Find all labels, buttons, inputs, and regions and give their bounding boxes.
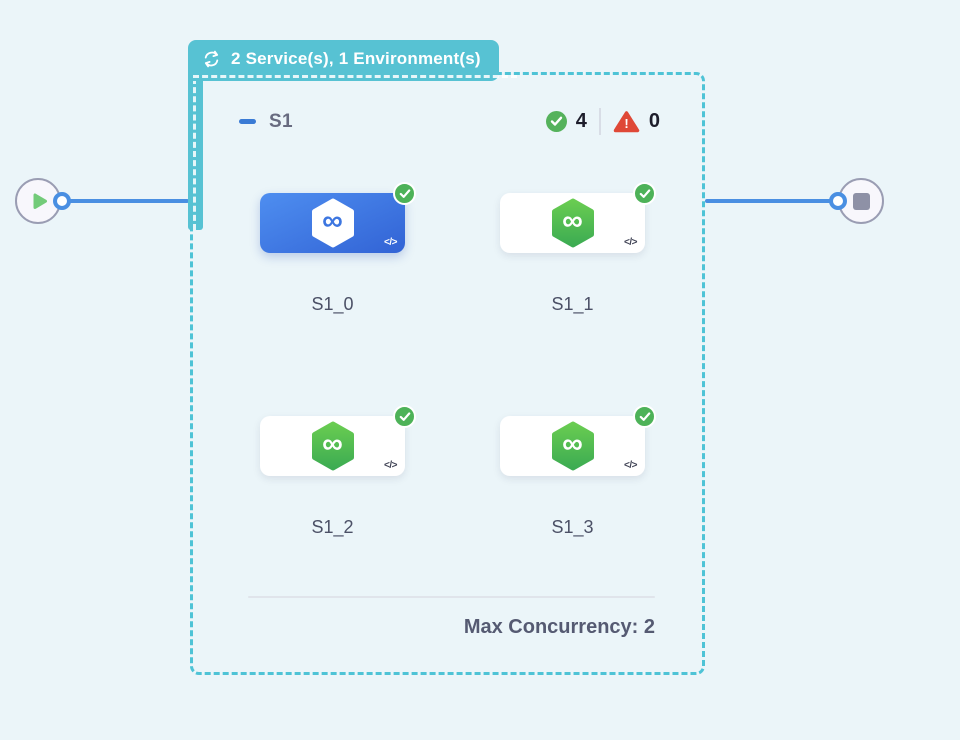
failed-count: 0 bbox=[648, 110, 660, 132]
success-count-icon bbox=[545, 111, 567, 132]
edge-start-to-stage bbox=[62, 199, 189, 203]
service-hexagon-icon: ∞ bbox=[311, 198, 355, 248]
max-concurrency-label: Max Concurrency: 2 bbox=[463, 616, 655, 638]
service-label: S1_2 bbox=[311, 517, 354, 537]
end-node-port bbox=[829, 192, 847, 210]
loop-icon bbox=[204, 50, 219, 68]
stage-status-group: 4 ! 0 bbox=[545, 108, 660, 135]
service-hexagon-icon: ∞ bbox=[551, 421, 595, 471]
infinity-glyph: ∞ bbox=[322, 428, 343, 460]
service-node-s1-0[interactable]: ∞ </> bbox=[260, 182, 416, 253]
code-icon: </> bbox=[624, 237, 637, 248]
infinity-glyph: ∞ bbox=[322, 205, 343, 237]
success-check-badge bbox=[633, 182, 656, 205]
service-node-s1-2[interactable]: ∞ </> bbox=[260, 405, 416, 476]
play-icon bbox=[33, 193, 47, 209]
footer-divider bbox=[248, 596, 655, 598]
service-label: S1_1 bbox=[551, 294, 594, 314]
stage-title: S1 bbox=[269, 110, 293, 132]
service-label: S1_0 bbox=[311, 294, 354, 314]
warning-count-icon: ! bbox=[613, 110, 640, 132]
service-node-s1-1[interactable]: ∞ </> bbox=[500, 182, 656, 253]
service-hexagon-icon: ∞ bbox=[551, 198, 595, 248]
code-icon: </> bbox=[624, 460, 637, 471]
stop-icon bbox=[852, 192, 870, 210]
success-check-badge bbox=[393, 405, 416, 428]
badge-bottom-dash bbox=[193, 75, 517, 78]
service-hexagon-icon: ∞ bbox=[311, 421, 355, 471]
code-icon: </> bbox=[384, 237, 397, 248]
infinity-glyph: ∞ bbox=[562, 428, 583, 460]
stage-active-strip bbox=[188, 78, 203, 230]
collapse-stage-button[interactable] bbox=[239, 119, 256, 124]
service-label: S1_3 bbox=[551, 517, 594, 537]
svg-text:!: ! bbox=[624, 116, 628, 131]
stage-group-box: 2 Service(s), 1 Environment(s) S1 4 ! 0 bbox=[188, 40, 705, 675]
stage-header: S1 4 ! 0 bbox=[193, 108, 702, 135]
success-count: 4 bbox=[575, 110, 587, 132]
success-check-badge bbox=[393, 182, 416, 205]
status-separator bbox=[598, 108, 601, 135]
infinity-glyph: ∞ bbox=[562, 205, 583, 237]
service-node-s1-3[interactable]: ∞ </> bbox=[500, 405, 656, 476]
stage-summary-label: 2 Service(s), 1 Environment(s) bbox=[231, 49, 481, 68]
code-icon: </> bbox=[384, 460, 397, 471]
start-node-port bbox=[53, 192, 71, 210]
success-check-badge bbox=[633, 405, 656, 428]
edge-stage-to-end bbox=[705, 199, 838, 203]
stage-summary-badge[interactable]: 2 Service(s), 1 Environment(s) bbox=[188, 40, 499, 81]
